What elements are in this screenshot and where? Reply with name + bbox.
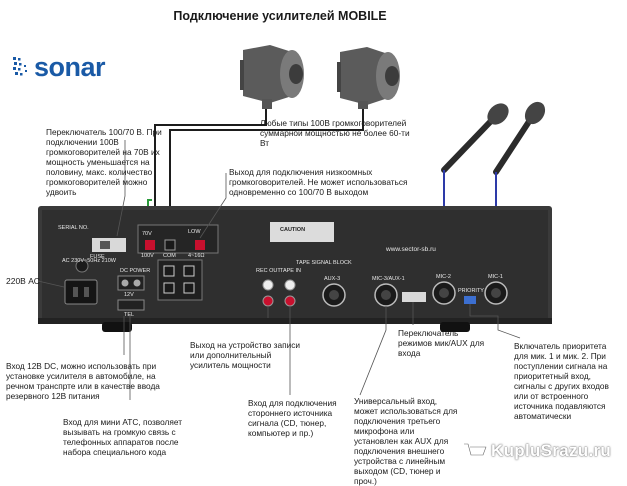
note-speakers: Любые типы 100В громкоговорителей суммар… [260,118,410,148]
microphone-icon [493,101,546,175]
note-ac-220: 220В АС [6,276,40,286]
speaker-terminal-com[interactable] [164,239,176,251]
watermark-text: KupluSrazu.ru [491,441,612,460]
ac-power-socket[interactable] [64,279,98,305]
panel-caution-label: CAUTION [280,227,306,233]
sonar-logo-text: sonar [34,52,106,82]
horn-speaker-icon [337,47,400,109]
panel-com-label: COM [163,253,176,259]
sonar-logo-mark-icon [13,56,27,75]
panel-low-label: LOW [188,229,201,235]
speaker-terminal-low[interactable] [195,240,205,250]
panel-low-ohm-label: 4~16Ω [188,253,205,259]
watermark: KupluSrazu.ru [462,440,611,462]
rec-out-jack-r[interactable] [262,295,274,307]
note-dc-12v: Вход 12В DC, можно использовать при уста… [6,361,160,401]
panel-site-label: www.sector-sb.ru [386,246,436,253]
priority-dip-switch[interactable] [464,296,476,304]
panel-mic1-label: MIC-1 [488,274,503,280]
microphone-icon [441,103,509,173]
note-universal-input: Универсальный вход, может использоваться… [354,396,458,486]
sonar-logo: sonar [12,52,106,83]
note-switch-100-70: Переключатель 100/70 В. При подключении … [46,127,162,197]
panel-dc-12v-label: 12V [124,292,134,298]
panel-dc-power-label: DC POWER [120,268,151,274]
note-mode-switch: Переключатель режимов мик/AUX для входа [398,328,485,358]
page-title: Подключение усилителей MOBILE [173,9,387,23]
panel-70v-label: 70V [142,231,152,237]
dc-12v-terminal[interactable] [117,275,145,291]
caution-label [270,222,334,242]
tape-in-jack-r[interactable] [284,295,296,307]
panel-tel-label: TEL [124,312,135,318]
panel-100v-label: 100V [141,253,154,259]
rec-out-jack-l[interactable] [262,279,274,291]
tel-terminal[interactable] [117,299,145,311]
mic-aux-mode-switch[interactable] [402,292,426,302]
speaker-terminal-100v[interactable] [145,240,155,250]
panel-rec-out-label: REC OUT [256,268,281,274]
panel-priority-label: PRIORITY [458,288,484,294]
note-priority: Включатель приоритета для мик. 1 и мик. … [514,341,609,421]
panel-ac-label: AC 230V~50Hz 210W [62,258,116,264]
panel-tape-in-label: TAPE IN [280,268,301,274]
panel-serial-label: SERIAL NO. [58,225,89,231]
fuse-holder[interactable] [75,259,89,273]
tape-in-jack-l[interactable] [284,279,296,291]
horn-speaker-icon [240,45,304,109]
panel-tape-block-label: TAPE SIGNAL BLOCK [296,260,352,266]
note-low-impedance: Выход для подключения низкоомных громког… [229,167,408,197]
note-rec-out: Выход на устройство записи или дополните… [190,340,301,370]
note-tape-in: Вход для подключения стороннего источник… [248,398,337,438]
note-mini-ats: Вход для мини АТС, позволяет вызывать на… [63,417,183,457]
panel-fuse-label: FUSE [90,254,105,260]
cart-icon [464,442,488,461]
panel-aux3-label: AUX-3 [324,276,341,282]
panel-mic2-label: MIC-2 [436,274,451,280]
panel-mic3-aux1-label: MIC-3/AUX-1 [372,276,405,282]
